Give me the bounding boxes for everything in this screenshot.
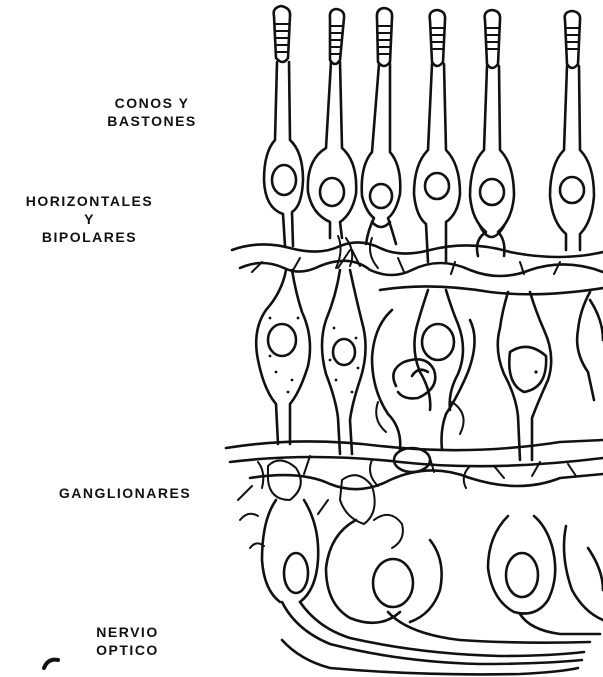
ganglion-cell-2 <box>326 520 442 623</box>
ganglion-cell-4 <box>564 526 603 620</box>
photoreceptor-cell-5 <box>470 66 514 256</box>
photoreceptor-cell-1 <box>264 62 303 246</box>
photoreceptor-tip-5 <box>485 10 500 68</box>
ganglion-cell-1 <box>262 500 318 602</box>
optic-nerve-fibers <box>282 602 600 674</box>
ganglion-cells <box>238 460 603 622</box>
photoreceptor-tip-6 <box>565 11 580 68</box>
photoreceptor-cell-6 <box>550 66 594 250</box>
photoreceptor-tip-4 <box>430 10 445 66</box>
photoreceptor-cell-4 <box>414 64 460 262</box>
blot-mark <box>44 660 58 668</box>
inner-plexiform-layer <box>226 440 603 489</box>
photoreceptor-cell-2 <box>308 62 356 238</box>
photoreceptor-tip-2 <box>330 9 344 64</box>
photoreceptor-cells <box>264 62 594 262</box>
photoreceptor-tip-3 <box>377 8 392 66</box>
bipolar-cell-2 <box>322 270 366 454</box>
bipolar-cell-3 <box>414 290 463 410</box>
outer-plexiform-layer <box>232 236 603 294</box>
photoreceptor-tip-1 <box>274 6 290 62</box>
bipolar-cell-5 <box>577 292 603 400</box>
photoreceptor-outer-segments <box>274 6 580 68</box>
ganglion-cell-3 <box>488 516 555 614</box>
photoreceptor-cell-3 <box>362 64 401 244</box>
